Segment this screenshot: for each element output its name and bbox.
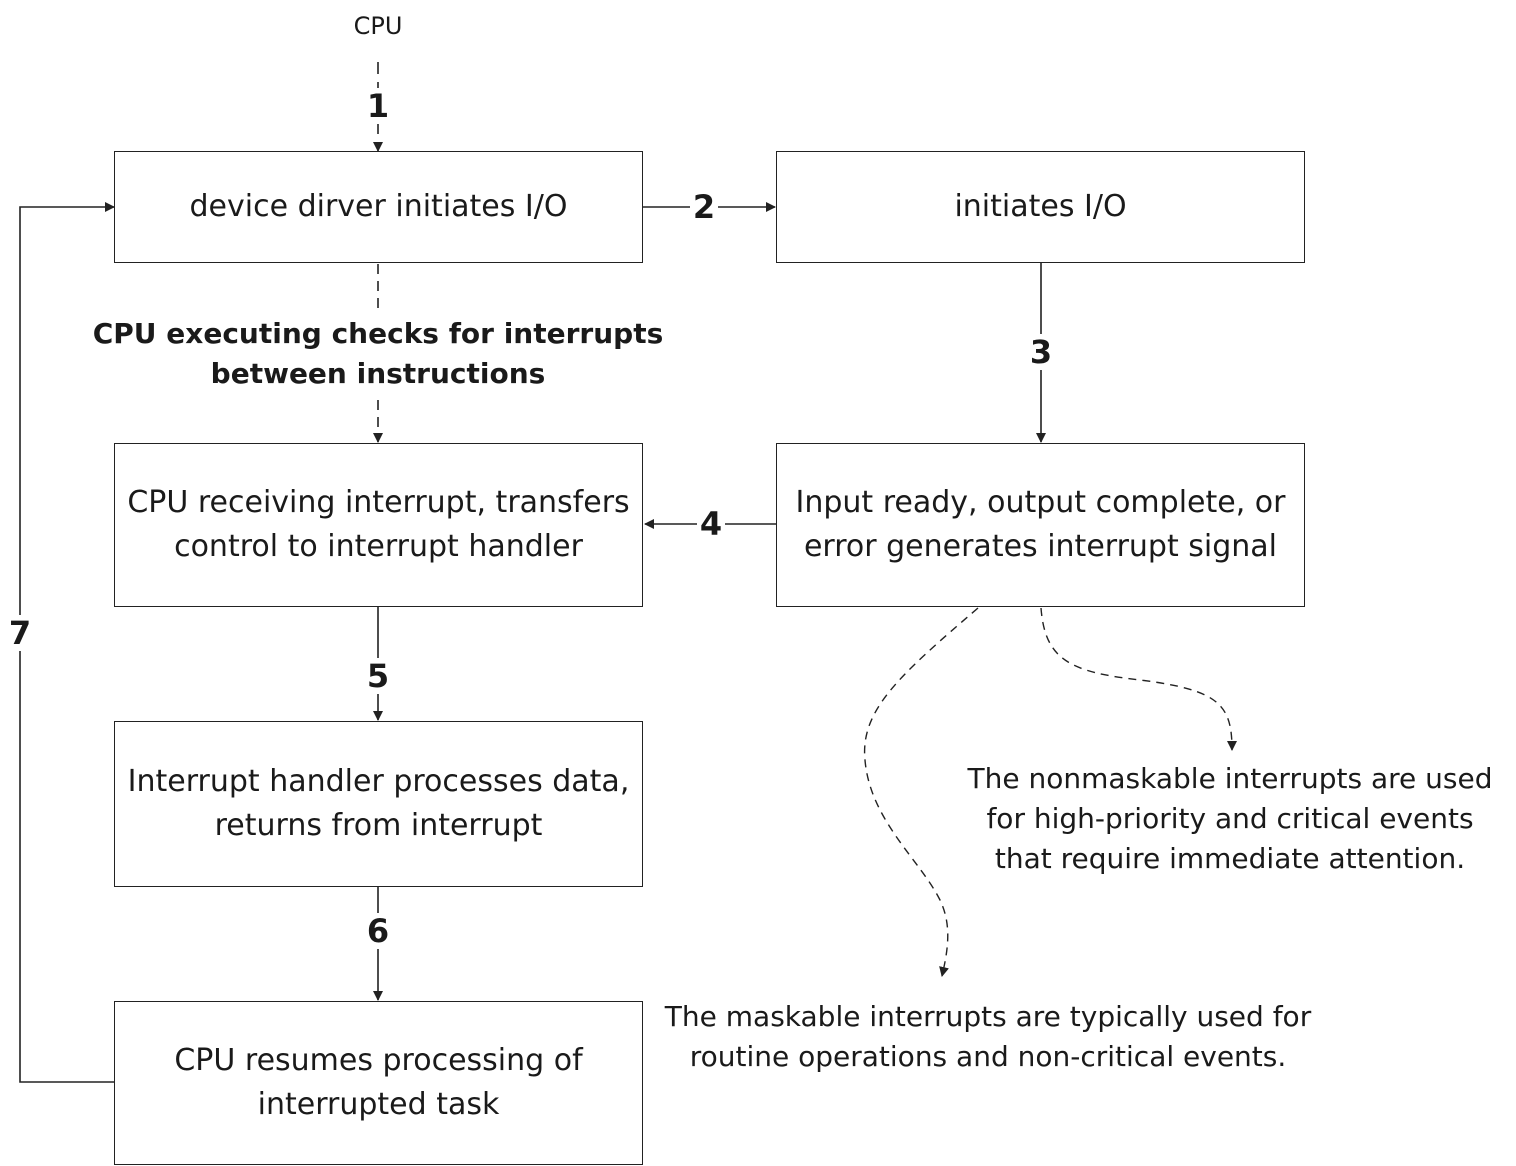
step-5-label: 5 — [364, 658, 392, 694]
box-device-driver-label: device dirver initiates I/O — [189, 189, 568, 224]
box-handler-processes-label: Interrupt handler processes data, return… — [127, 764, 630, 843]
box-cpu-receiving: CPU receiving interrupt, transfers contr… — [114, 443, 643, 607]
box-cpu-receiving-label: CPU receiving interrupt, transfers contr… — [127, 485, 630, 564]
step-3-label: 3 — [1027, 334, 1055, 370]
box-interrupt-signal: Input ready, output complete, or error g… — [776, 443, 1305, 607]
step-1-label: 1 — [364, 88, 392, 124]
box-cpu-resumes: CPU resumes processing of interrupted ta… — [114, 1001, 643, 1165]
box-cpu-resumes-label: CPU resumes processing of interrupted ta… — [174, 1043, 583, 1122]
box-initiates-io-label: initiates I/O — [954, 189, 1127, 224]
interrupt-check-note: CPU executing checks for interrupts betw… — [88, 314, 668, 394]
maskable-note: The maskable interrupts are typically us… — [664, 1000, 1312, 1073]
step-2-label: 2 — [690, 189, 718, 225]
box-device-driver: device dirver initiates I/O — [114, 151, 643, 263]
box-interrupt-signal-label: Input ready, output complete, or error g… — [795, 485, 1286, 564]
nonmaskable-note: The nonmaskable interrupts are used for … — [967, 762, 1493, 875]
curve-to-maskable — [863, 607, 979, 977]
step-4-label: 4 — [697, 506, 725, 542]
step-7-label: 7 — [6, 615, 34, 651]
box-initiates-io: initiates I/O — [776, 151, 1305, 263]
cpu-label: CPU — [353, 12, 403, 40]
curve-to-nonmaskable — [1040, 607, 1237, 751]
step-6-label: 6 — [364, 913, 392, 949]
box-handler-processes: Interrupt handler processes data, return… — [114, 721, 643, 887]
